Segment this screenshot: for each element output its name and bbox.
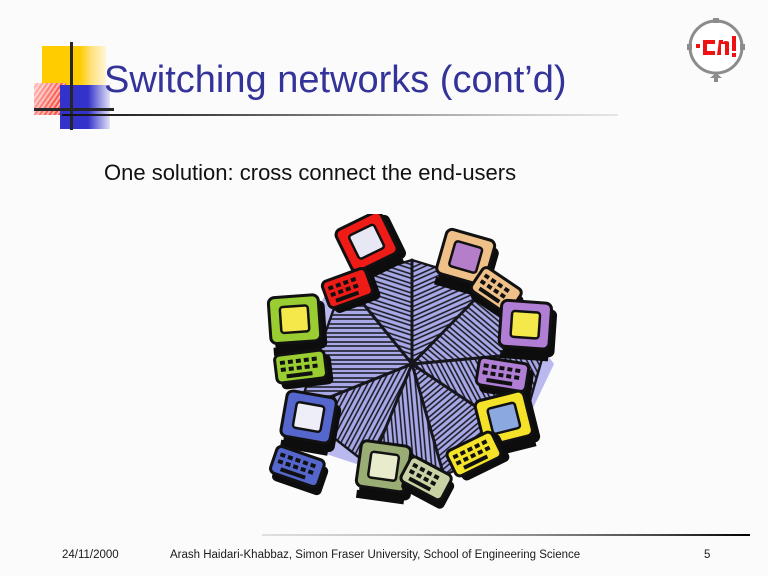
logo-cnl-text [696, 36, 736, 57]
computer-bottom-left [269, 389, 342, 496]
footer-date: 24/11/2000 [62, 549, 119, 561]
footer-page-number: 5 [704, 549, 711, 561]
computer-bottom-right [445, 389, 541, 481]
computer-top-left [320, 214, 406, 313]
deco-horizontal-line [34, 108, 114, 111]
footer-divider [262, 534, 750, 536]
slide-body-text: One solution: cross connect the end-user… [104, 160, 517, 185]
deco-yellow-block [42, 46, 80, 86]
title-divider [62, 114, 618, 116]
deco-vertical-line [70, 42, 73, 130]
deco-blue-block [60, 85, 88, 129]
logo-ring-group [687, 18, 745, 82]
cnl-logo [683, 16, 749, 88]
computer-bottom-center [354, 439, 455, 509]
web-spokes [296, 258, 546, 478]
deco-blue-gradient [88, 85, 110, 129]
deco-yellow-gradient [80, 46, 106, 86]
slide-title: Switching networks (cont’d) [104, 59, 567, 101]
computer-right [474, 298, 558, 400]
title-decoration [34, 42, 114, 130]
computer-left [266, 293, 334, 390]
network-diagram-image [262, 214, 574, 514]
footer-attribution: Arash Haidari-Khabbaz, Simon Fraser Univ… [170, 549, 581, 561]
computer-top-right [433, 227, 524, 322]
